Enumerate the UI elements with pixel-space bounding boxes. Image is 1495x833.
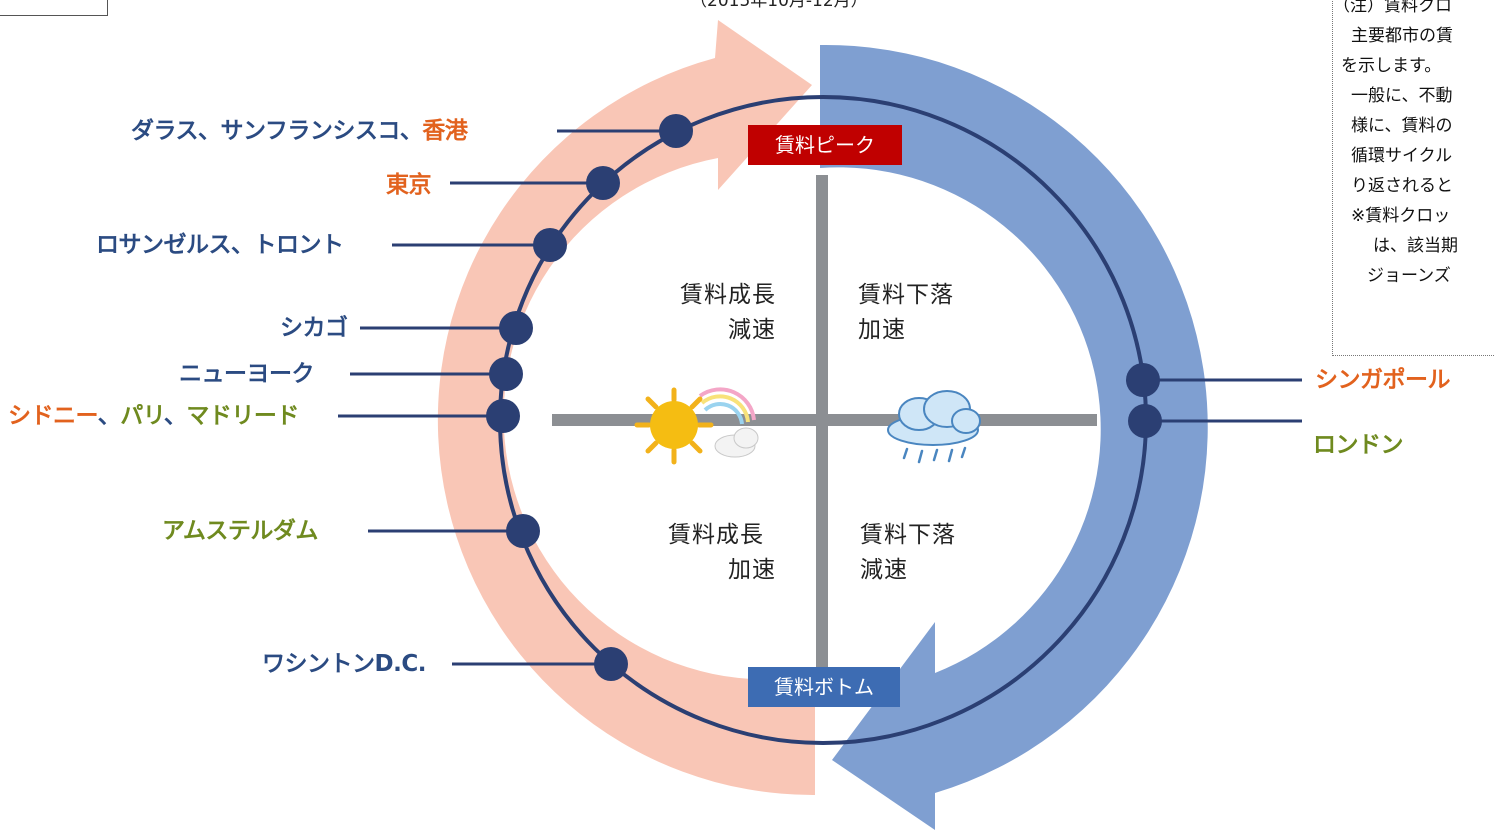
rising-phase-arrow — [437, 20, 815, 796]
rent-peak-badge: 賃料ピーク — [748, 125, 902, 165]
header-box — [0, 0, 108, 16]
city-label-london: ロンドン — [1313, 432, 1404, 458]
note-line: 様に、賃料の — [1351, 116, 1453, 136]
note-line: ※賃料クロッ — [1351, 206, 1451, 226]
city-label-washington: ワシントンD.C. — [262, 651, 426, 677]
rent-bottom-badge: 賃料ボトム — [748, 667, 900, 707]
city-label-la-group: ロサンゼルス、トロント — [96, 232, 344, 258]
note-line: ジョーンズ — [1367, 266, 1451, 286]
marker-newyork — [489, 357, 523, 391]
city-label-newyork: ニューヨーク — [179, 361, 315, 387]
marker-sydney — [486, 399, 520, 433]
note-line: 主要都市の賃 — [1351, 26, 1453, 46]
period-subtitle: （2015年10月-12月） — [690, 0, 868, 11]
note-box: （注）賃料クロ 主要都市の賃 を示します。 一般に、不動 様に、賃料の 循環サイ… — [1332, 0, 1495, 356]
marker-washington — [594, 647, 628, 681]
sun-rainbow-icon — [634, 387, 759, 465]
rain-cloud-icon — [887, 390, 981, 464]
city-label-tokyo: 東京 — [386, 172, 432, 198]
marker-london — [1128, 404, 1162, 438]
city-label-chicago: シカゴ — [280, 315, 348, 341]
note-line: は、該当期 — [1373, 236, 1458, 256]
city-label-dallas-group: ダラス、サンフランシスコ、香港 — [131, 118, 468, 144]
note-line: 循環サイクル — [1351, 146, 1453, 166]
city-label-sydney-group: シドニー、パリ、マドリード — [8, 403, 299, 429]
falling-phase-arrow — [820, 44, 1208, 830]
marker-dallas — [659, 114, 693, 148]
quadrant-top-right-label: 賃料下落 加速 — [858, 282, 954, 343]
city-label-amsterdam: アムステルダム — [162, 518, 318, 544]
note-line: を示します。 — [1341, 56, 1442, 76]
marker-la — [533, 228, 567, 262]
note-line: り返されると — [1351, 176, 1453, 196]
marker-tokyo — [586, 166, 620, 200]
quadrant-bottom-left-label: 賃料成長 加速 — [668, 522, 776, 583]
note-line: 一般に、不動 — [1351, 86, 1453, 106]
note-line: （注）賃料クロ — [1333, 0, 1452, 16]
city-label-singapore: シンガポール — [1315, 367, 1451, 393]
quadrant-top-left-label: 賃料成長 減速 — [680, 282, 776, 343]
marker-singapore — [1126, 363, 1160, 397]
quadrant-bottom-right-label: 賃料下落 減速 — [860, 522, 956, 583]
marker-chicago — [499, 311, 533, 345]
marker-amsterdam — [506, 514, 540, 548]
